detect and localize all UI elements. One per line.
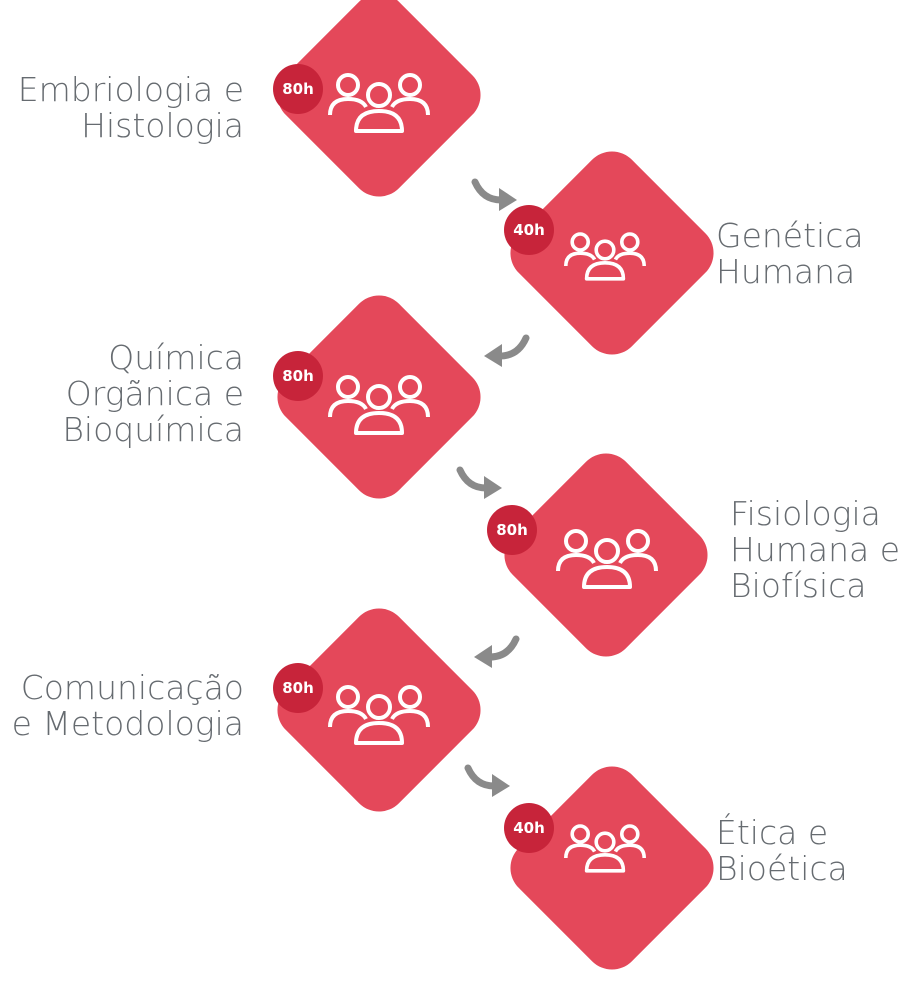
node-5-hours-badge: 80h (273, 663, 323, 713)
connector-arrow-2 (484, 334, 530, 367)
node-1-label: Embriologia e Histologia (17, 70, 244, 145)
node-6-label: Ética e Bioética (716, 813, 848, 888)
node-4-hours-badge: 80h (487, 505, 537, 555)
node-1-hours-badge: 80h (273, 64, 323, 114)
course-flow-diagram: Embriologia e Histologia 80h 40h Gen (11, 0, 901, 981)
connector-arrow-4 (474, 635, 520, 668)
people-group-icon (328, 375, 430, 435)
node-6-hours-badge: 40h (504, 803, 554, 853)
node-2-hours-badge: 40h (504, 205, 554, 255)
connector-arrow-1 (471, 178, 517, 211)
connector-arrow-3 (456, 466, 502, 499)
node-5-label: Comunicação e Metodologia (11, 668, 244, 743)
people-group-icon (328, 73, 430, 133)
node-4-label: Fisiologia Humana e Biofísica (730, 494, 901, 605)
connector-arrow-5 (464, 764, 510, 797)
people-group-icon (564, 232, 646, 281)
people-group-icon (556, 529, 658, 589)
node-3-hours-badge: 80h (273, 351, 323, 401)
people-group-icon (564, 824, 646, 873)
node-2-label: Genética Humana (716, 216, 864, 291)
node-3-label: Química Orgãnica e Bioquímica (62, 338, 244, 449)
people-group-icon (328, 685, 430, 745)
